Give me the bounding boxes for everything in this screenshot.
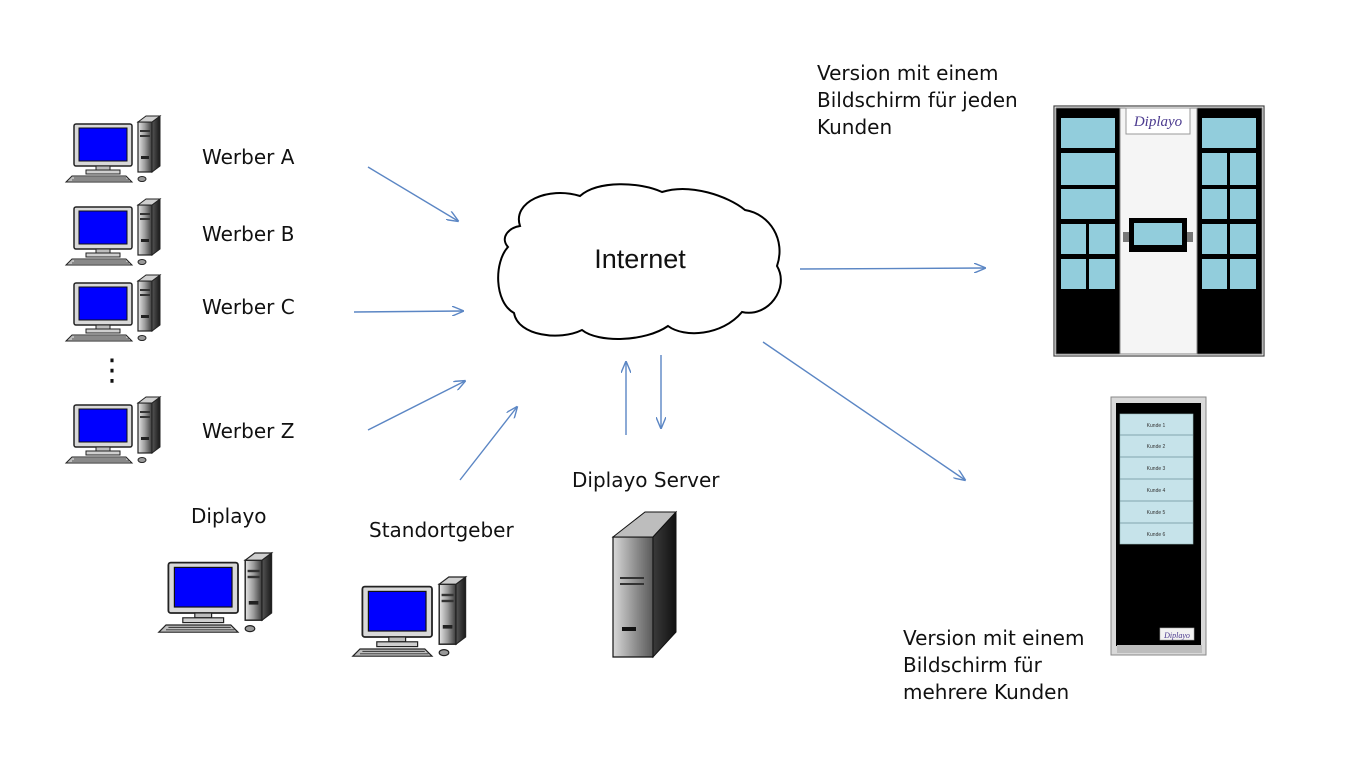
kiosk-single-brand: Diplayo bbox=[1163, 631, 1190, 640]
arrow-werber-c bbox=[353, 311, 463, 312]
computer-icon bbox=[351, 576, 467, 658]
computer-icon bbox=[65, 198, 161, 266]
arrow-werber-a bbox=[367, 166, 458, 221]
computer-icon bbox=[65, 115, 161, 183]
label-line: Version mit einem bbox=[903, 626, 1085, 650]
label-werber-z: Werber Z bbox=[202, 419, 295, 443]
arrow-standortgeber bbox=[459, 407, 517, 481]
kiosk-slot: Kunde 3 bbox=[1147, 466, 1166, 472]
arrow-to-kiosk-multi bbox=[799, 268, 985, 269]
label-version-single-screen: Version mit einem Bildschirm für mehrere… bbox=[903, 625, 1084, 706]
label-line: mehrere Kunden bbox=[903, 680, 1070, 704]
kiosk-multi-screen-icon bbox=[1053, 105, 1265, 357]
label-standortgeber: Standortgeber bbox=[369, 518, 514, 542]
server-icon bbox=[611, 510, 678, 659]
label-line: Version mit einem bbox=[817, 61, 999, 85]
label-werber-b: Werber B bbox=[202, 222, 295, 246]
label-diplayo-server: Diplayo Server bbox=[572, 468, 720, 492]
computer-icon bbox=[65, 274, 161, 342]
kiosk-slot: Kunde 5 bbox=[1147, 510, 1166, 516]
arrow-werber-z bbox=[367, 381, 465, 431]
label-line: Bildschirm für jeden bbox=[817, 88, 1018, 112]
label-werber-c: Werber C bbox=[202, 295, 295, 319]
label-line: Bildschirm für bbox=[903, 653, 1042, 677]
kiosk-slot: Kunde 2 bbox=[1147, 444, 1166, 450]
kiosk-multi-brand: Diplayo bbox=[1133, 114, 1183, 130]
cloud-label: Internet bbox=[594, 244, 686, 274]
internet-cloud bbox=[497, 183, 782, 340]
kiosk-slot: Kunde 1 bbox=[1147, 423, 1166, 429]
label-line: Kunden bbox=[817, 115, 893, 139]
label-werber-a: Werber A bbox=[202, 145, 295, 169]
kiosk-single-screen-icon bbox=[1110, 396, 1207, 656]
kiosk-slot: Kunde 4 bbox=[1147, 488, 1166, 494]
computer-icon bbox=[65, 396, 161, 464]
connection-arrows bbox=[353, 166, 985, 481]
kiosk-slot-labels: Kunde 1 Kunde 2 Kunde 3 Kunde 4 Kunde 5 … bbox=[1147, 423, 1166, 538]
ellipsis-vertical: ⋮ bbox=[97, 353, 127, 388]
label-diplayo: Diplayo bbox=[191, 504, 267, 528]
arrow-to-kiosk-single bbox=[762, 341, 965, 480]
computer-icon bbox=[157, 552, 273, 634]
label-version-multi-screen: Version mit einem Bildschirm für jeden K… bbox=[817, 60, 1018, 141]
kiosk-slot: Kunde 6 bbox=[1147, 532, 1166, 538]
